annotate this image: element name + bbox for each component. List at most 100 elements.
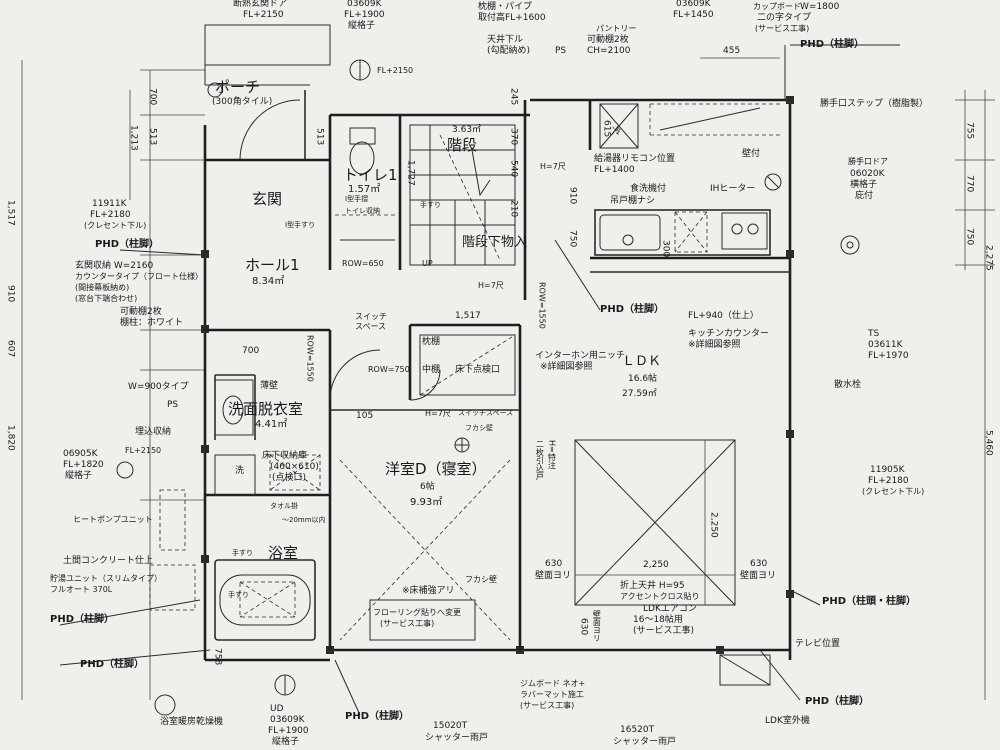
win-kit-fl: FL+1450 [673,10,714,20]
ud-fl: FL+1900 [268,726,309,736]
shutter1-code: 15020T [433,721,468,731]
floor-inspect-note: 床下点検口 [455,365,501,375]
accent-cloth-note: アクセントクロス貼り [620,592,700,601]
ldk-outdoor-note: LDK室外機 [765,716,810,726]
flooring2-note: (サービス工事) [380,619,435,628]
h7-note-3: H=7尺 [425,409,451,418]
w900-note: W=900タイプ [128,382,189,392]
katte-code: 06020K [850,169,885,179]
toilet-storage-note: トイレ収納 [345,207,380,215]
porch-tile-note: (300角タイル) [212,97,273,107]
intercom2-note: ※詳細図参照 [540,362,593,372]
fl2150-bath: FL+2150 [125,446,162,455]
pantry-shelf-note: 可動棚2枚 [587,35,629,45]
stairs-label: 階段 [447,136,478,154]
stairs-area: 3.63㎡ [452,125,482,135]
pillow-shelf-note: 枕棚 [422,337,441,347]
cupboard-note: カップボード [753,2,801,11]
shutter2-note: シャッター雨戸 [613,737,677,747]
ts-note: TS [868,329,880,339]
handrail-stair-note: 手すり [420,201,441,209]
win-top-fl: FL+1900 [344,10,385,20]
kitchen-counter-note: キッチンカウンター [688,329,770,339]
flooring-note: フローリング貼りへ変更 [373,608,461,617]
senmen-area: 4.41㎡ [255,419,288,430]
dim-615: 615 [601,120,612,138]
dim-105: 105 [356,411,374,421]
ps-note: PS [555,46,567,56]
sprinkler-note: 散水栓 [834,380,862,390]
phd-left-2: PHD（柱脚） [50,614,114,625]
bedroom-label: 洋室D（寝室） [385,460,487,478]
toilet-label: トイレ1 [343,166,398,184]
dim-1213: 1,213 [128,125,139,151]
dishwasher-note: 食洗機付 [630,184,667,194]
plaster3-note: (サービス工事) [520,701,575,710]
plaster2-note: ラバーマット施工 [520,690,584,699]
storage-floor3-note: (点検口) [272,473,307,483]
shelf-white-note: 棚柱：ホワイト [120,318,184,328]
ldk-area: 27.59㎡ [622,389,657,399]
movable-shelf-note: 可動棚2枚 [120,307,162,317]
pillow-pipe-note: 枕棚・パイプ [478,2,533,12]
phd-head-note: PHD（柱頭・柱脚） [822,596,916,607]
dim-300: 300 [660,240,671,258]
win-bath-type: 縦格子 [65,471,93,481]
dim-630b: 630 [750,559,768,569]
floor-reinf-note: ※床補強アリ [402,586,455,596]
ceiling-down-note: 天井下ル [487,35,524,45]
dim-758: 758 [212,648,223,666]
fridge-label: 冷 [612,127,622,137]
bath-handrail2-note: 手すり [228,591,249,599]
dim-700: 700 [147,88,158,106]
fold-ceiling-note: 折上天井 H=95 [620,581,685,591]
leader-lines [59,44,900,716]
win-bath-code: 06905K [63,449,98,459]
katte-door-note: 勝手口ドア [848,157,888,166]
dim-455: 455 [723,46,741,56]
dim-607: 607 [5,340,16,358]
dim-370: 370 [508,128,519,146]
genkan-label: 玄関 [252,190,283,208]
kitchen-counter2-note: ※詳細図参照 [688,340,741,350]
hanging-note: 吊戸棚ナシ [610,196,656,206]
win-ldk-type: (クレセント下ル) [862,487,925,496]
ldk-fold-ceiling [574,439,771,686]
water-remote-note: 給湯器リモコン位置 [594,154,676,164]
dim-1517b: 1,517 [455,311,481,321]
phd-left-3: PHD（柱脚） [80,659,144,670]
ud-code: 03609K [270,715,305,725]
h7-note-1: H=7尺 [540,162,566,171]
ceiling-slope-note: (勾配納め) [487,46,531,56]
bedroom-jo: 6帖 [420,482,435,492]
win-left-type: (クレセント下ル) [84,221,147,230]
ud-note: UD [270,704,284,714]
genkan-storage-note: 玄関収納 W=2160 [75,261,154,271]
switch-sp-note: スイッチスペース [458,409,514,417]
wall-yori-2: 壁面ヨリ [740,571,777,581]
wall-mount-note: 壁付 [742,149,761,159]
hall-area: 8.34㎡ [252,276,285,287]
pantry-note: パントリー [596,24,637,33]
i-handrail2-note: I型手摺 [345,195,369,203]
porch [203,24,331,161]
ps-left-note: PS [167,400,179,410]
pillow-fl-note: 取付高FL+1600 [478,13,546,23]
ud-type: 縦格子 [272,737,300,747]
cupboard2-note: 二の字タイプ [757,13,812,23]
row650-note: ROW=650 [342,259,384,268]
win-top-code: 03609K [347,0,382,9]
tv-note: テレビ位置 [795,639,841,649]
dim-630a: 630 [545,559,563,569]
dim-210: 210 [508,200,519,218]
washer-label: 洗 [235,466,245,476]
dim-755: 755 [964,122,975,140]
phd-left-1: PHD（柱脚） [95,239,159,250]
genkan-storage2-note: カウンタータイプ（フロート仕様） [75,272,203,281]
up-note: UP [422,259,433,268]
dim-5460: 5,460 [983,430,994,456]
front-door-fl: FL+2150 [243,10,284,20]
ldk-jo: 16.6帖 [628,374,658,384]
switch-space-note: スイッチ [355,312,387,321]
